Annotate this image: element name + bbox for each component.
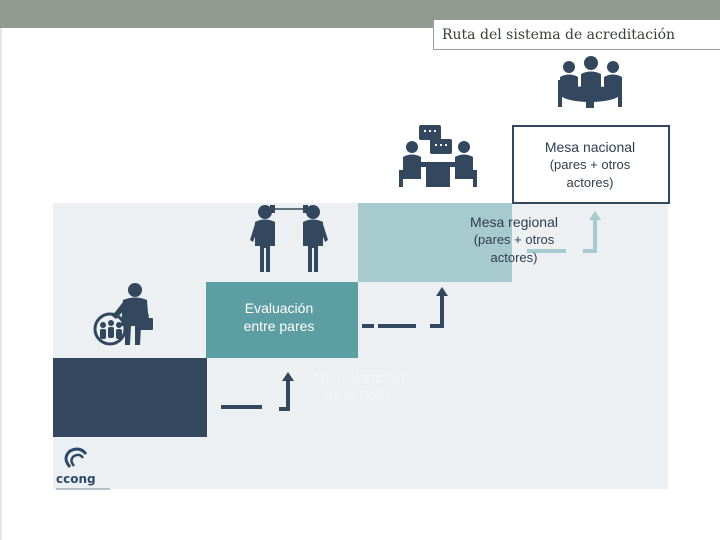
page-title: Ruta del sistema de acreditación <box>442 27 676 43</box>
step-label-mesa-nacional: Mesa nacional (pares + otros actores) <box>530 138 650 192</box>
two-people-talking-icon <box>250 205 328 272</box>
step-subtitle: (pares + otros <box>549 157 631 172</box>
connector-3 <box>527 220 597 253</box>
arrow-up-icon <box>589 211 601 220</box>
person-with-group-icon <box>93 283 153 346</box>
step-subtitle: entre pares <box>243 318 315 334</box>
connector-1 <box>221 380 290 411</box>
step-evaluacion <box>206 282 358 358</box>
step-mesa-nacional <box>512 125 670 204</box>
step-subtitle: de la ONG <box>324 387 392 403</box>
step-title: Mesa regional <box>470 214 558 230</box>
step-title: Autovaloración <box>311 369 405 385</box>
logo: ccong <box>56 472 96 486</box>
round-table-meeting-icon <box>558 56 622 108</box>
step-label-mesa-regional: Mesa regional (pares + otros actores) <box>455 213 573 267</box>
arrow-up-icon <box>436 287 448 296</box>
meeting-table-icon <box>399 125 477 187</box>
step-label-autovaloracion: Autovaloración de la ONG <box>295 368 421 404</box>
step-subtitle: (pares + otros <box>473 232 555 247</box>
step-label-evaluacion: Evaluación entre pares <box>229 299 329 335</box>
step-title: Evaluación <box>244 300 314 316</box>
step-subtitle: actores) <box>566 175 614 190</box>
step-title: Mesa nacional <box>544 139 636 155</box>
arrow-up-icon <box>282 372 294 381</box>
slide-edge <box>0 28 2 540</box>
step-autovaloracion <box>53 358 207 437</box>
step-subtitle: actores) <box>490 250 538 265</box>
connector-2 <box>362 296 444 328</box>
title-box: Ruta del sistema de acreditación <box>433 20 720 50</box>
step-mesa-regional <box>358 203 512 282</box>
